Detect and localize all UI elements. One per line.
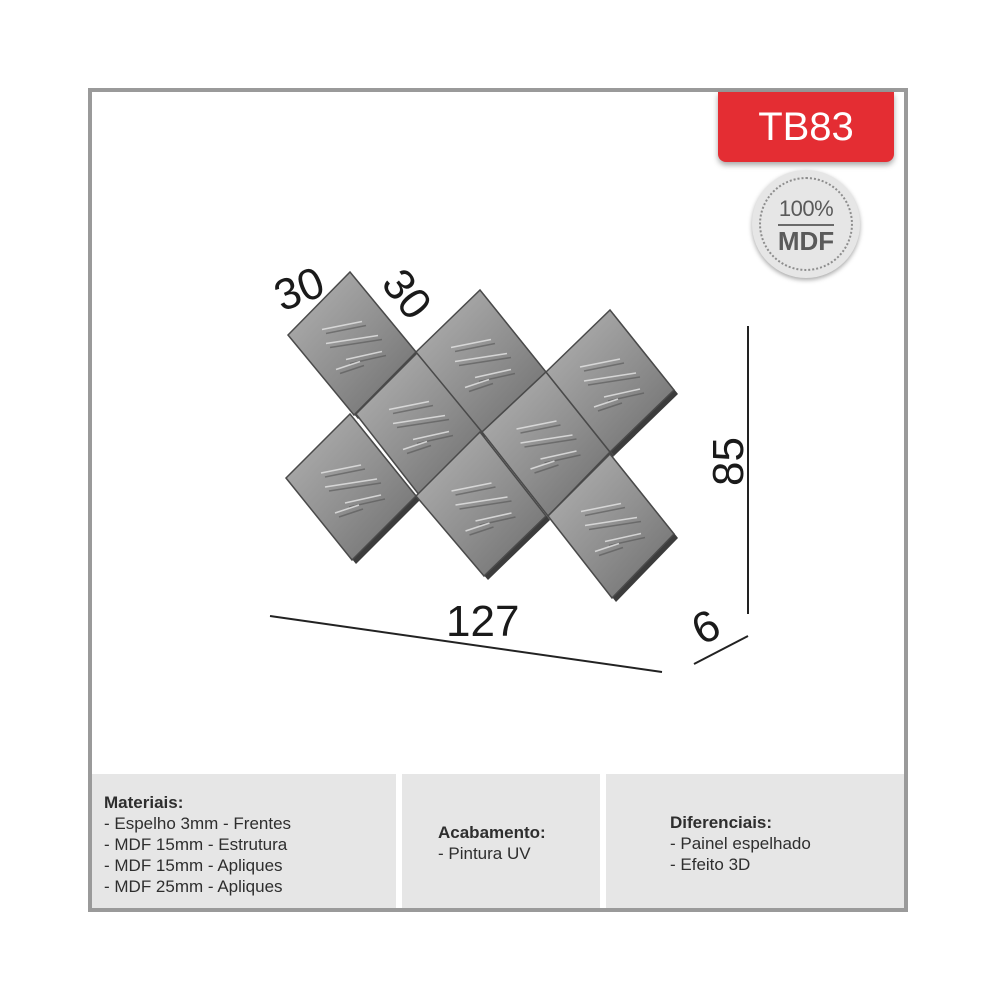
mirror-reflection-line	[583, 372, 637, 382]
mirror-reflection-line	[465, 522, 490, 532]
mirror-reflection-line	[459, 500, 512, 510]
features-item: - Painel espelhado	[670, 834, 811, 853]
mirror-reflection-line	[334, 504, 360, 514]
mirror-reflection-line	[335, 360, 361, 371]
finish-item: - Pintura UV	[438, 844, 531, 863]
materials-item: - MDF 25mm - Apliques	[104, 877, 283, 896]
mirror-reflection-line	[584, 506, 626, 517]
finish-section: Acabamento: - Pintura UV	[402, 774, 600, 908]
mirror-reflection-line	[450, 338, 492, 349]
mirror-reflection-line	[388, 400, 430, 411]
mirror-reflection-line	[584, 516, 638, 527]
mirror-reflection-line	[530, 460, 555, 470]
mirror-tiles	[284, 270, 678, 602]
mirror-reflection-line	[338, 508, 364, 518]
mirror-reflection-line	[320, 464, 362, 474]
mirror-reflection-line	[474, 368, 512, 379]
mirror-reflection-line	[458, 356, 512, 367]
features-item: - Efeito 3D	[670, 855, 751, 874]
mirror-reflection-line	[579, 358, 621, 368]
width-dimension-line	[269, 615, 663, 673]
mirror-reflection-line	[345, 350, 383, 361]
mirror-reflection-line	[406, 444, 432, 455]
mirror-reflection-line	[396, 418, 450, 429]
mirror-reflection-line	[464, 378, 490, 389]
mirror-reflection-line	[412, 430, 450, 441]
mirror-reflection-line	[392, 414, 446, 425]
seal-percent: 100%	[778, 196, 834, 221]
materials-item: - Espelho 3mm - Frentes	[104, 814, 292, 833]
materials-heading: Materiais:	[104, 793, 184, 812]
materials-item: - MDF 15mm - Apliques	[104, 856, 283, 875]
mirror-reflection-line	[520, 434, 573, 444]
mirror-reflection-line	[597, 402, 623, 412]
mirror-reflection-line	[540, 450, 577, 460]
materials-section: Materiais: - Espelho 3mm - Frentes - MDF…	[92, 774, 396, 908]
mirror-reflection-line	[344, 494, 382, 504]
depth-dimension-line	[693, 635, 749, 665]
mirror-reflection-line	[594, 542, 620, 553]
mirror-reflection-line	[324, 468, 366, 478]
mirror-reflection-line	[475, 512, 512, 522]
product-code-badge: TB83	[718, 92, 894, 162]
mirror-reflection-line	[451, 482, 492, 492]
mirror-reflection-line	[321, 320, 363, 331]
mirror-reflection-line	[604, 532, 642, 543]
mirror-reflection-line	[328, 482, 382, 492]
mirror-reflection-line	[392, 404, 434, 415]
seal-material: MDF	[777, 226, 835, 256]
mirror-reflection-line	[580, 502, 622, 513]
seal-divider	[778, 224, 834, 226]
depth-label: 6	[684, 600, 729, 655]
mirror-reflection-line	[402, 440, 428, 451]
mirror-reflection-line	[468, 382, 494, 393]
mirror-reflection-line	[534, 464, 559, 474]
mirror-reflection-line	[603, 388, 641, 398]
mirror-reflection-line	[339, 364, 365, 375]
seal-ring	[759, 177, 853, 271]
mirror-tile	[414, 430, 548, 578]
mirror-reflection-line	[325, 324, 367, 335]
mirror-reflection-line	[587, 376, 641, 386]
mirror-reflection-line	[588, 520, 642, 531]
mirror-reflection-line	[454, 352, 508, 363]
mirror-reflection-line	[593, 398, 619, 408]
mirror-reflection-line	[325, 334, 379, 345]
mirror-reflection-line	[598, 546, 624, 557]
mirror-reflection-line	[469, 526, 494, 536]
finish-heading: Acabamento:	[438, 823, 546, 842]
materials-item: - MDF 15mm - Estrutura	[104, 835, 288, 854]
mirror-reflection-line	[455, 496, 508, 506]
mirror-reflection-line	[516, 420, 557, 430]
mirror-reflection-line	[524, 438, 577, 448]
mirror-reflection-line	[455, 486, 496, 496]
mirror-reflection-line	[329, 338, 383, 349]
info-panel: Materiais: - Espelho 3mm - Frentes - MDF…	[92, 774, 904, 908]
features-section: Diferenciais: - Painel espelhado - Efeit…	[606, 774, 904, 908]
mirror-reflection-line	[454, 342, 496, 353]
mirror-reflection-line	[324, 478, 378, 488]
product-code: TB83	[758, 105, 854, 149]
mdf-seal-icon: 100% MDF	[752, 170, 860, 278]
mirror-reflection-line	[520, 424, 561, 434]
height-label: 85	[704, 437, 753, 486]
features-heading: Diferenciais:	[670, 813, 773, 832]
mirror-reflection-line	[583, 362, 625, 372]
width-label: 127	[446, 597, 519, 646]
